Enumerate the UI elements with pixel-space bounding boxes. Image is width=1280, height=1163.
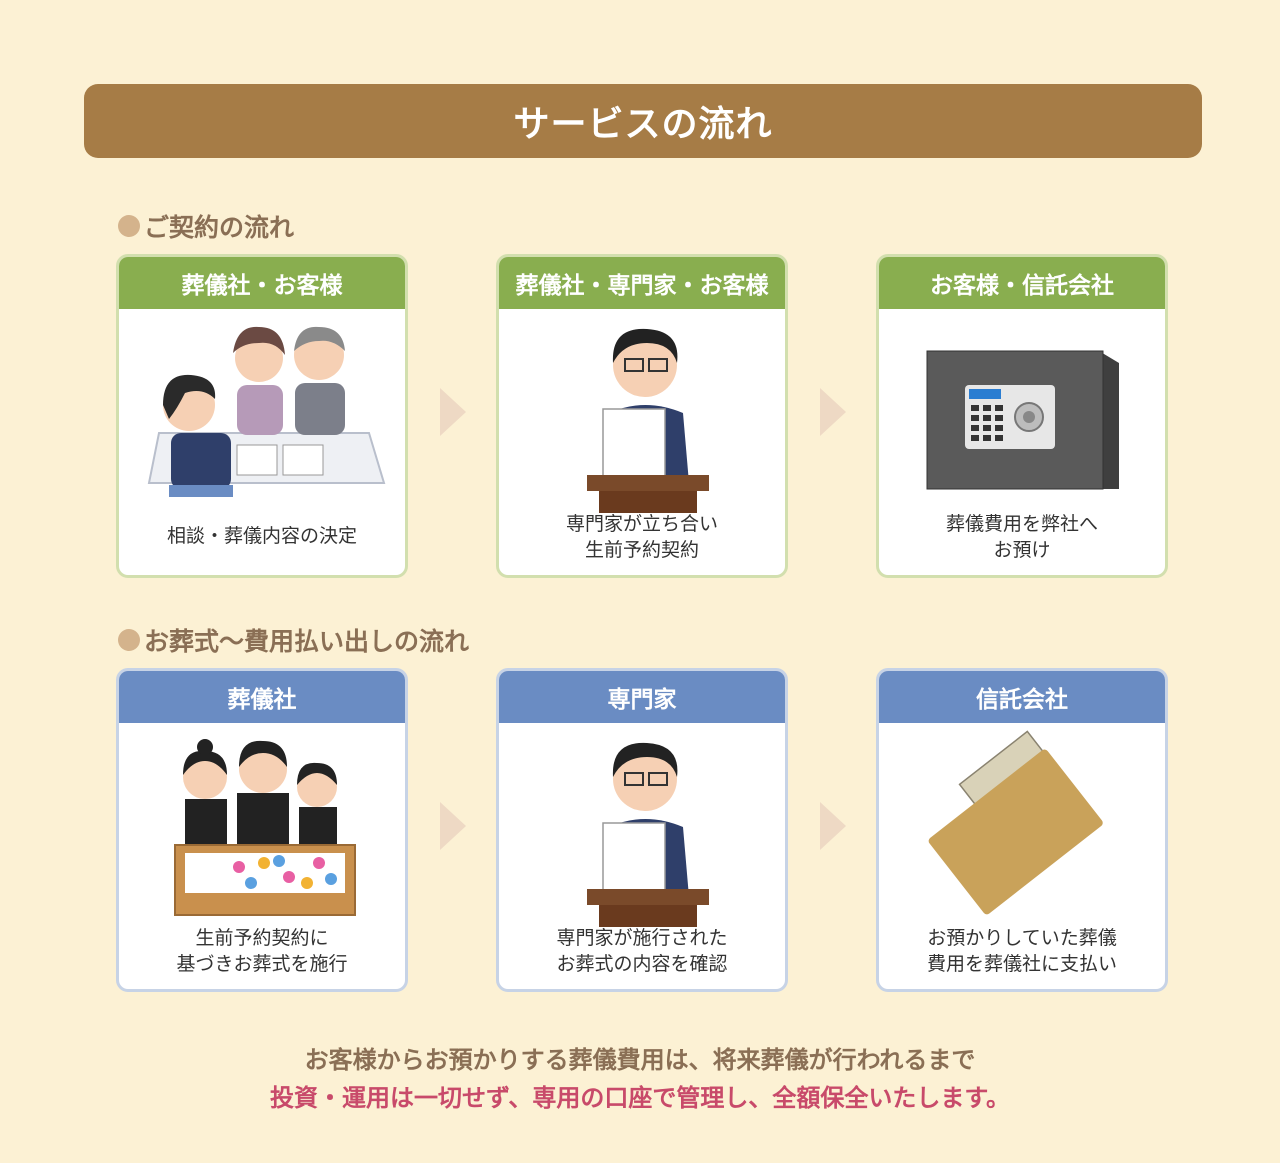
card-caption: 相談・葬儀内容の決定 [166,525,357,547]
arrow-right-icon [820,388,846,436]
card-header: 葬儀社・お客様 [119,257,405,309]
card-header: 葬儀社・専門家・お客様 [499,257,785,309]
card-caption: 生前予約契約に 基づきお葬式を施行 [176,927,348,975]
card-caption: 専門家が立ち合い 生前予約契約 [565,513,718,561]
bullet-dot [118,629,140,651]
expert-illustration [587,742,709,927]
card-caption: 葬儀費用を弊社へ お預け [945,513,1098,561]
section-heading-contract: ご契約の流れ [118,208,294,244]
card-trust-deposit: お客様・信託会社 葬儀費用を弊社へ お預け [876,254,1168,578]
safe-icon [926,350,1119,490]
funeral-illustration [174,739,356,916]
arrow-right-icon [440,388,466,436]
page-title: サービスの流れ [84,84,1202,158]
consultation-illustration [147,326,386,497]
bullet-dot [118,215,140,237]
card-funeral: 葬儀社 生前予約契約に 基づきお葬式を施行 [116,668,408,992]
footer-note-line1: お客様からお預かりする葬儀費用は、将来葬儀が行われるまで [304,1046,976,1074]
footer-note-line2: 投資・運用は一切せず、専用の口座で管理し、全額保全いたします。 [270,1084,1010,1112]
card-caption: 専門家が施行された お葬式の内容を確認 [556,927,728,975]
section-heading-funeral-payout: お葬式～費用払い出しの流れ [118,622,469,658]
card-header: 信託会社 [879,671,1165,723]
expert-illustration [587,328,709,513]
money-envelope-icon [928,730,1103,915]
card-header: 葬儀社 [119,671,405,723]
card-consultation: 葬儀社・お客様 相談・葬儀内容の決定 [116,254,408,578]
card-expert-confirm: 専門家 専門家が施行された お葬式の内容を確認 [496,668,788,992]
card-header: 専門家 [499,671,785,723]
card-caption: お預かりしていた葬儀 費用を葬儀社に支払い [926,927,1117,975]
card-expert-contract: 葬儀社・専門家・お客様 専門家が立ち合い 生前予約契約 [496,254,788,578]
arrow-right-icon [440,802,466,850]
card-header: お客様・信託会社 [879,257,1165,309]
card-trust-payout: 信託会社 お預かりしていた葬儀 費用を葬儀社に支払い [876,668,1168,992]
arrow-right-icon [820,802,846,850]
